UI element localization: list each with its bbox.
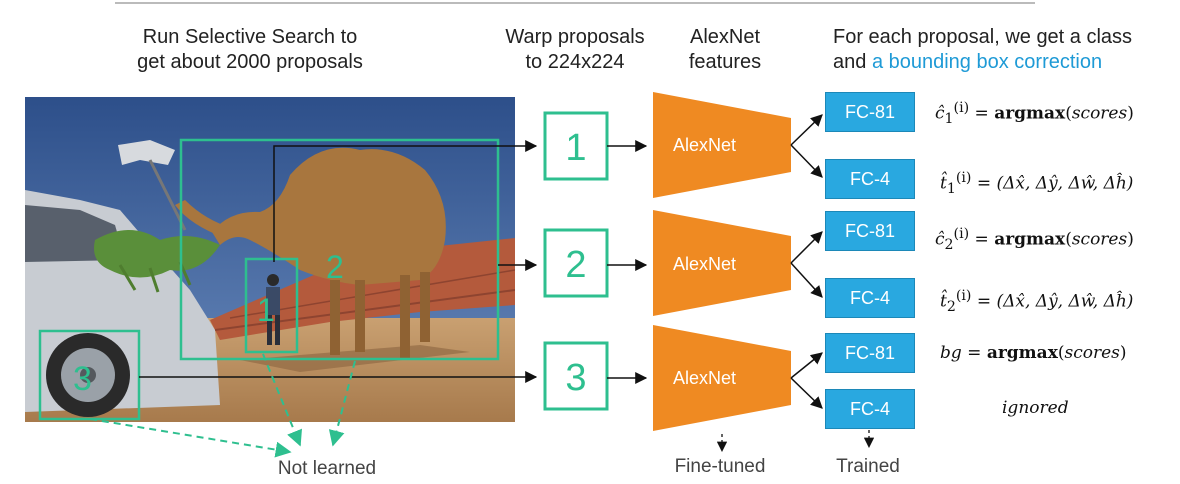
top-divider xyxy=(115,2,1035,4)
fine-tuned-label: Fine-tuned xyxy=(674,456,766,477)
warp-title: Warp proposals to 224x224 xyxy=(505,26,645,73)
warped-boxes xyxy=(543,111,609,411)
equation-box-2: t̂2(i) = (Δx̂, Δŷ, Δŵ, Δĥ) xyxy=(940,288,1134,316)
equation-box-1: t̂1(i) = (Δx̂, Δŷ, Δŵ, Δĥ) xyxy=(940,170,1134,198)
output-title: For each proposal, we get a class and a … xyxy=(833,26,1133,73)
fc-4-box-3: FC-4 xyxy=(825,389,915,429)
alexnet-features-title: AlexNet features xyxy=(688,26,762,73)
camel-figure xyxy=(175,147,446,360)
ignored-label: ignored xyxy=(1002,398,1069,418)
fc-81-box-1: FC-81 xyxy=(825,92,915,132)
fc-81-box-3: FC-81 xyxy=(825,333,915,373)
equation-class-1: ĉ1(i) = argmax(scores) xyxy=(935,100,1134,128)
photo-label-2: 2 xyxy=(326,249,344,285)
not-learned-label: Not learned xyxy=(277,458,377,479)
photo-label-1: 1 xyxy=(257,292,275,328)
person-figure xyxy=(266,274,280,345)
equation-class-2: ĉ2(i) = argmax(scores) xyxy=(935,226,1134,254)
photo-label-3: 3 xyxy=(73,360,92,398)
not-learned-arrows xyxy=(89,353,356,458)
warped-label-2: 2 xyxy=(565,244,586,286)
fc-4-box-1: FC-4 xyxy=(825,159,915,199)
proposal-arrows xyxy=(139,140,538,383)
warped-label-1: 1 xyxy=(565,127,586,169)
alexnet-blocks xyxy=(653,92,791,431)
alexnet-label-1: AlexNet xyxy=(673,135,736,155)
photo-proposal-boxes xyxy=(38,138,500,421)
alexnet-label-3: AlexNet xyxy=(673,368,736,388)
fc-81-box-2: FC-81 xyxy=(825,211,915,251)
fc-4-box-2: FC-4 xyxy=(825,278,915,318)
alexnet-label-2: AlexNet xyxy=(673,254,736,274)
warped-label-3: 3 xyxy=(565,357,586,399)
warp-to-alexnet-arrows xyxy=(607,140,648,384)
alexnet-to-fc-arrows xyxy=(790,114,823,409)
equation-background: bg = argmax(scores) xyxy=(940,343,1127,363)
bounding-box-highlight: a bounding box correction xyxy=(871,51,1103,73)
bottom-dashed-arrows xyxy=(716,430,875,453)
selective-search-title: Run Selective Search to get about 2000 p… xyxy=(137,26,363,73)
trained-label: Trained xyxy=(836,456,900,477)
